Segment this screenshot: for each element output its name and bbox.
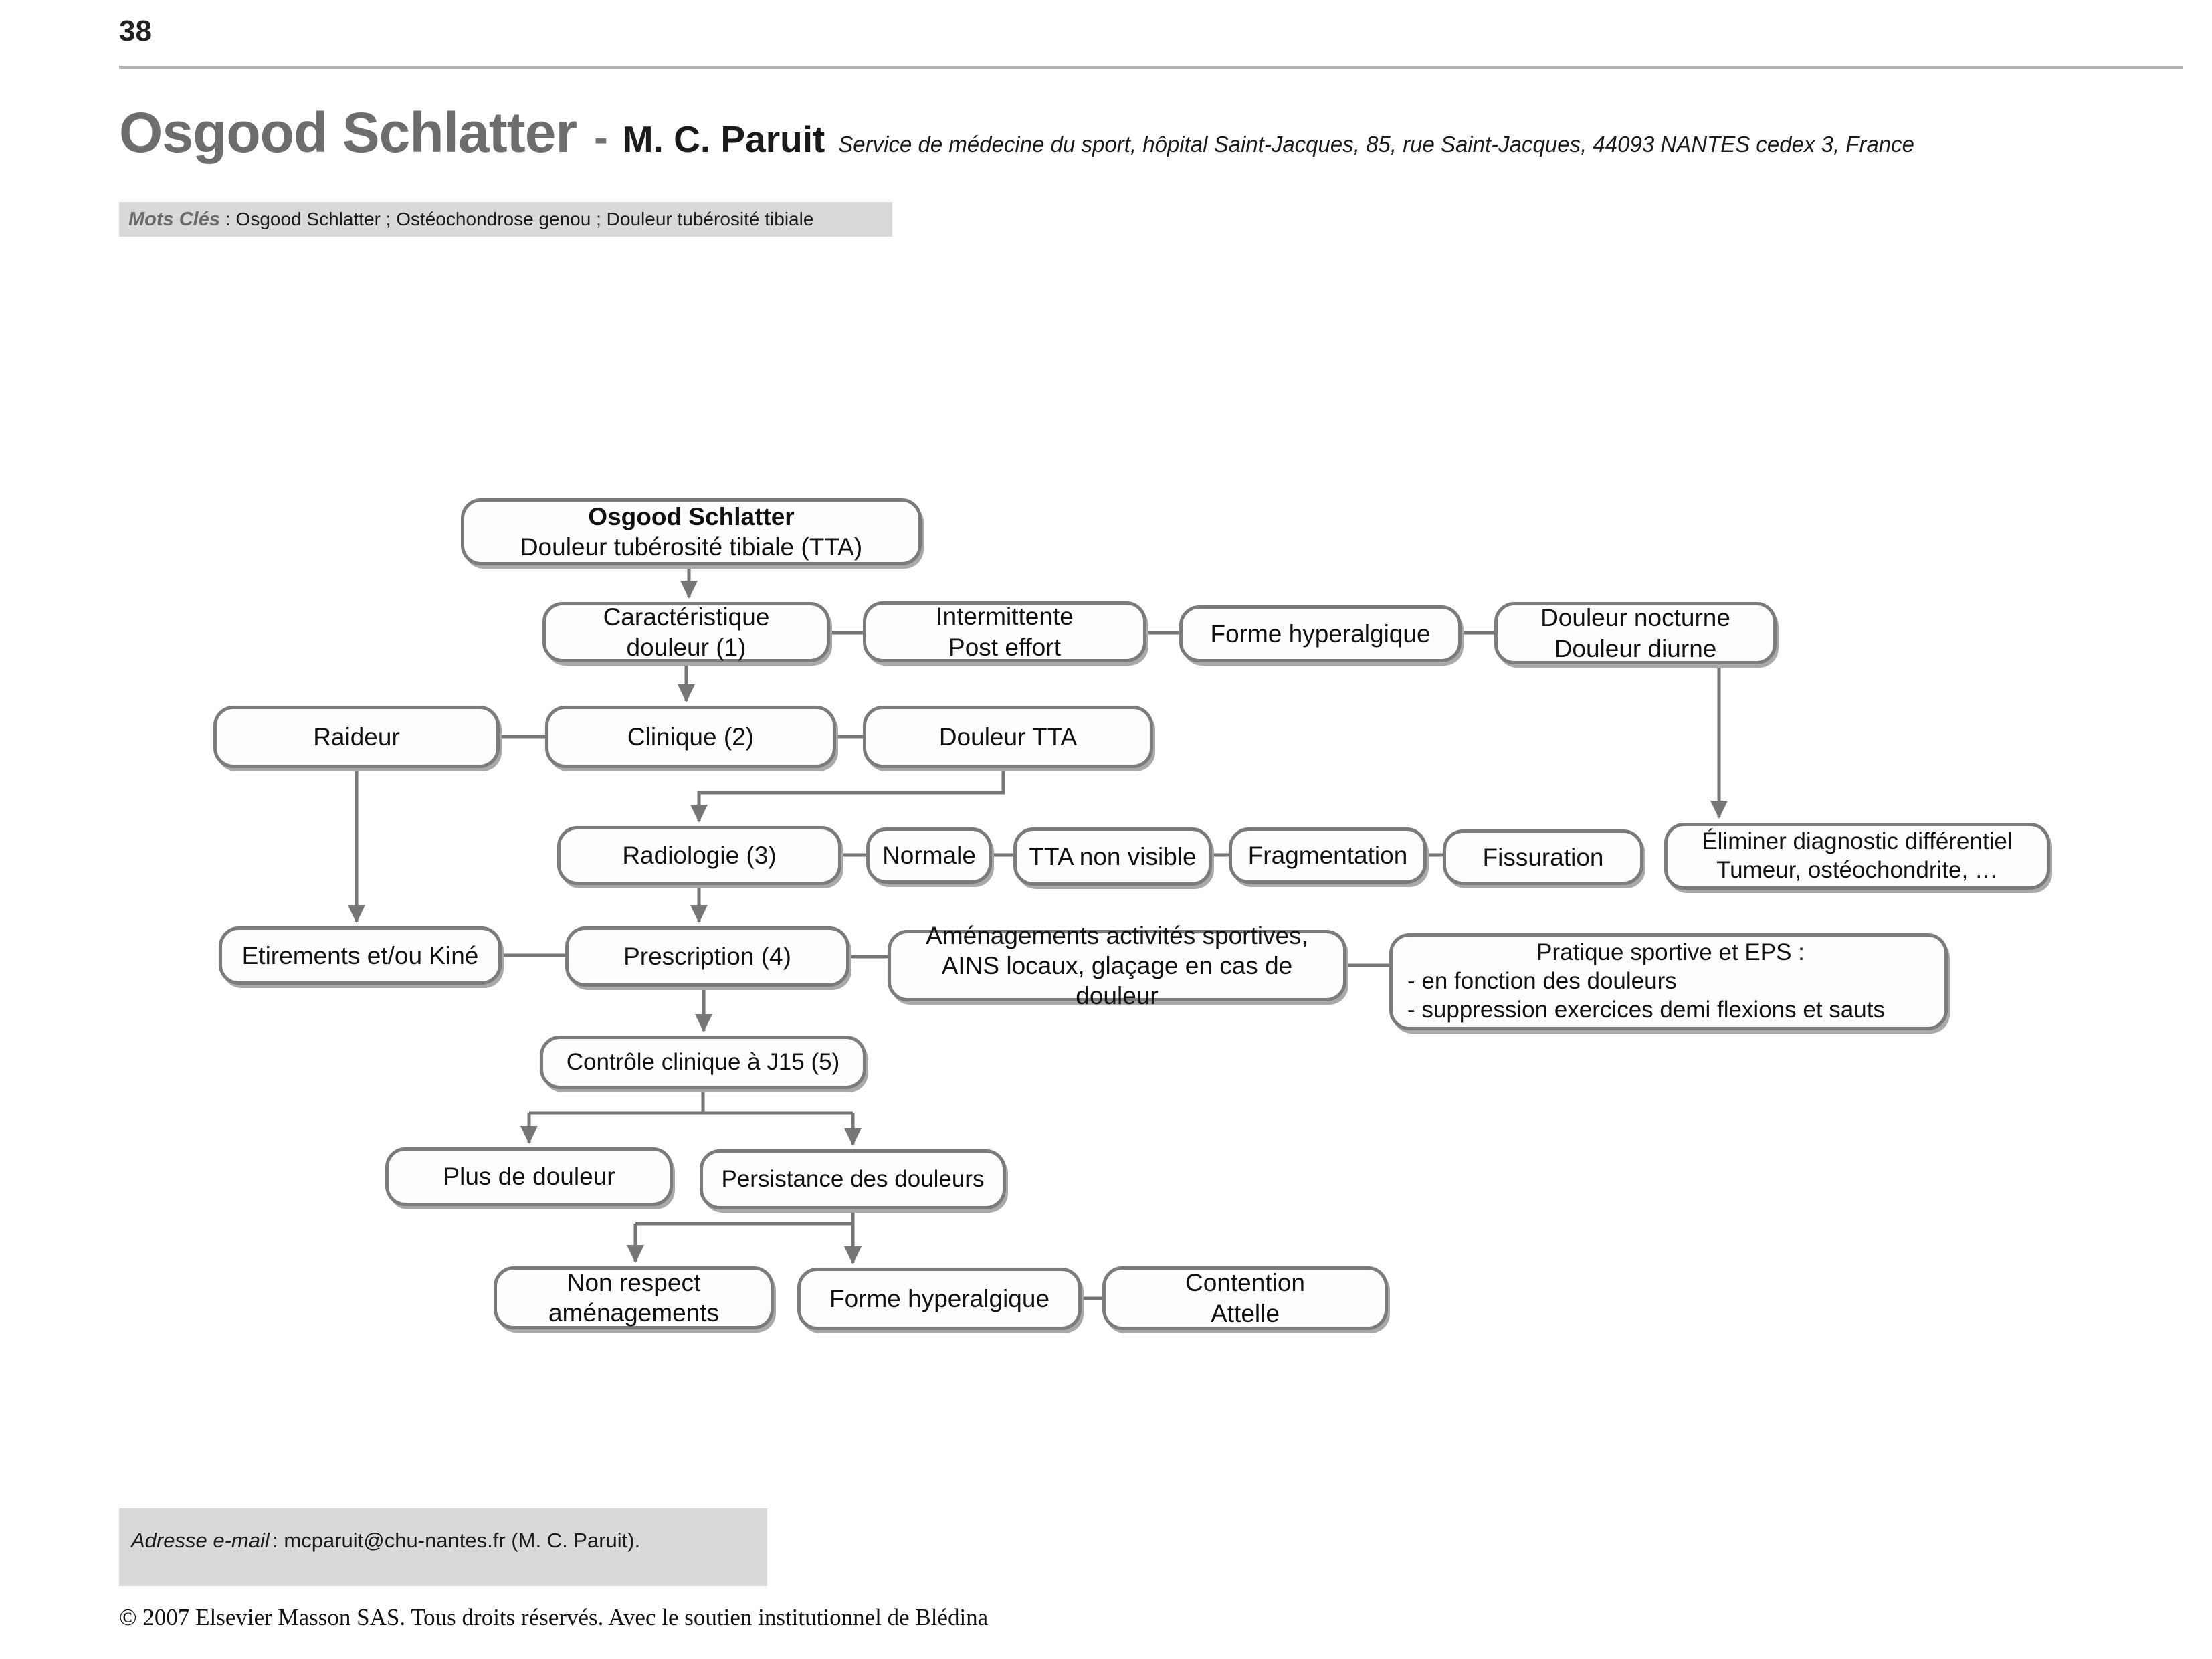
flow-node-plus-de-douleur: Plus de douleur <box>385 1147 673 1206</box>
flow-node-clinique: Clinique (2) <box>545 706 836 768</box>
title-separator: - <box>594 115 608 161</box>
node-line: Forme hyperalgique <box>1210 619 1431 648</box>
email-bar: Adresse e-mail : mcparuit@chu-nantes.fr … <box>119 1508 767 1586</box>
node-line: Douleur nocturne <box>1540 604 1730 632</box>
node-line: Contrôle clinique à J15 (5) <box>566 1048 840 1075</box>
node-line: Intermittente <box>936 603 1074 631</box>
node-line: Forme hyperalgique <box>829 1284 1050 1312</box>
node-line: Douleur TTA <box>938 722 1078 751</box>
flow-node-forme-hyperalgique-2: Forme hyperalgique <box>797 1268 1082 1330</box>
flow-node-tta-non-visible: TTA non visible <box>1013 827 1212 886</box>
flow-node-fragmentation: Fragmentation <box>1229 827 1427 884</box>
flow-node-osgood-schlatter: Osgood Schlatter Douleur tubérosité tibi… <box>461 498 922 565</box>
node-line: Contention <box>1185 1269 1305 1297</box>
node-line: - suppression exercices demi flexions et… <box>1407 996 1885 1023</box>
author-name: M. C. Paruit <box>622 118 825 160</box>
node-line: Caractéristique <box>603 603 770 631</box>
flow-node-forme-hyperalgique-1: Forme hyperalgique <box>1179 605 1462 662</box>
flow-node-non-respect-amenagements: Non respect aménagements <box>494 1266 774 1329</box>
node-line: Osgood Schlatter <box>588 502 795 530</box>
flow-node-persistance-douleurs: Persistance des douleurs <box>700 1149 1006 1209</box>
node-line: Douleur tubérosité tibiale (TTA) <box>520 533 863 561</box>
node-line: Post effort <box>948 633 1061 661</box>
node-line: - en fonction des douleurs <box>1407 968 1677 995</box>
node-line: Etirements et/ou Kiné <box>241 941 479 969</box>
header-rule <box>119 66 2183 69</box>
flow-node-contention-attelle: Contention Attelle <box>1102 1266 1388 1330</box>
node-line: Radiologie (3) <box>622 842 777 870</box>
email-label: Adresse e-mail <box>131 1529 270 1552</box>
node-line: Clinique (2) <box>627 722 755 751</box>
node-line: douleur (1) <box>626 633 746 661</box>
node-line: Pratique sportive et EPS : <box>1536 939 1805 966</box>
flow-node-prescription: Prescription (4) <box>565 926 849 987</box>
node-line: aménagements <box>548 1299 720 1327</box>
node-line: Tumeur, ostéochondrite, … <box>1716 857 1998 883</box>
node-line: TTA non visible <box>1029 842 1197 870</box>
article-title: Osgood Schlatter <box>119 101 577 164</box>
flow-node-etirements-kine: Etirements et/ou Kiné <box>219 926 502 985</box>
flow-node-pratique-sportive-eps: Pratique sportive et EPS : - en fonction… <box>1389 933 1948 1030</box>
flow-node-raideur: Raideur <box>213 706 500 768</box>
flow-node-douleur-nocturne: Douleur nocturne Douleur diurne <box>1494 602 1777 664</box>
email-address: : mcparuit@chu-nantes.fr (M. C. Paruit). <box>272 1529 641 1552</box>
keywords-text: : Osgood Schlatter ; Ostéochondrose geno… <box>225 209 814 229</box>
node-line: Fissuration <box>1482 843 1604 871</box>
node-line: AINS locaux, glaçage en cas de douleur <box>941 951 1293 1010</box>
node-line: Persistance des douleurs <box>721 1165 985 1192</box>
flow-node-intermittente: Intermittente Post effort <box>863 601 1146 662</box>
flow-node-caracteristique-douleur: Caractéristique douleur (1) <box>542 602 830 662</box>
node-line: Fragmentation <box>1247 842 1408 870</box>
node-line: Raideur <box>313 722 400 751</box>
keywords-label: Mots Clés <box>128 208 220 230</box>
flow-node-normale: Normale <box>866 827 992 884</box>
flow-node-douleur-tta: Douleur TTA <box>863 706 1153 768</box>
flow-node-controle-clinique-j15: Contrôle clinique à J15 (5) <box>540 1036 866 1089</box>
title-row: Osgood Schlatter - M. C. Paruit Service … <box>119 100 1914 165</box>
node-line: Prescription (4) <box>623 943 791 971</box>
flow-node-amenagements-sportifs: Aménagements activités sportives, AINS l… <box>888 922 1346 1009</box>
page-number: 38 <box>119 15 152 47</box>
node-line: Éliminer diagnostic différentiel <box>1702 828 2013 855</box>
node-line: Douleur diurne <box>1554 634 1717 662</box>
node-line: Aménagements activités sportives, <box>926 921 1308 949</box>
node-line: Plus de douleur <box>443 1163 615 1191</box>
flow-node-radiologie: Radiologie (3) <box>557 826 841 885</box>
node-line: Non respect <box>567 1268 701 1296</box>
keywords-bar: Mots Clés : Osgood Schlatter ; Ostéochon… <box>119 202 892 237</box>
author-affiliation: Service de médecine du sport, hôpital Sa… <box>838 132 1915 157</box>
node-line: Attelle <box>1211 1299 1280 1327</box>
copyright-line: © 2007 Elsevier Masson SAS. Tous droits … <box>119 1604 989 1630</box>
flow-node-fissuration: Fissuration <box>1443 830 1643 885</box>
flow-node-eliminer-diagnostic: Éliminer diagnostic différentiel Tumeur,… <box>1664 823 2050 890</box>
node-line: Normale <box>882 842 976 870</box>
